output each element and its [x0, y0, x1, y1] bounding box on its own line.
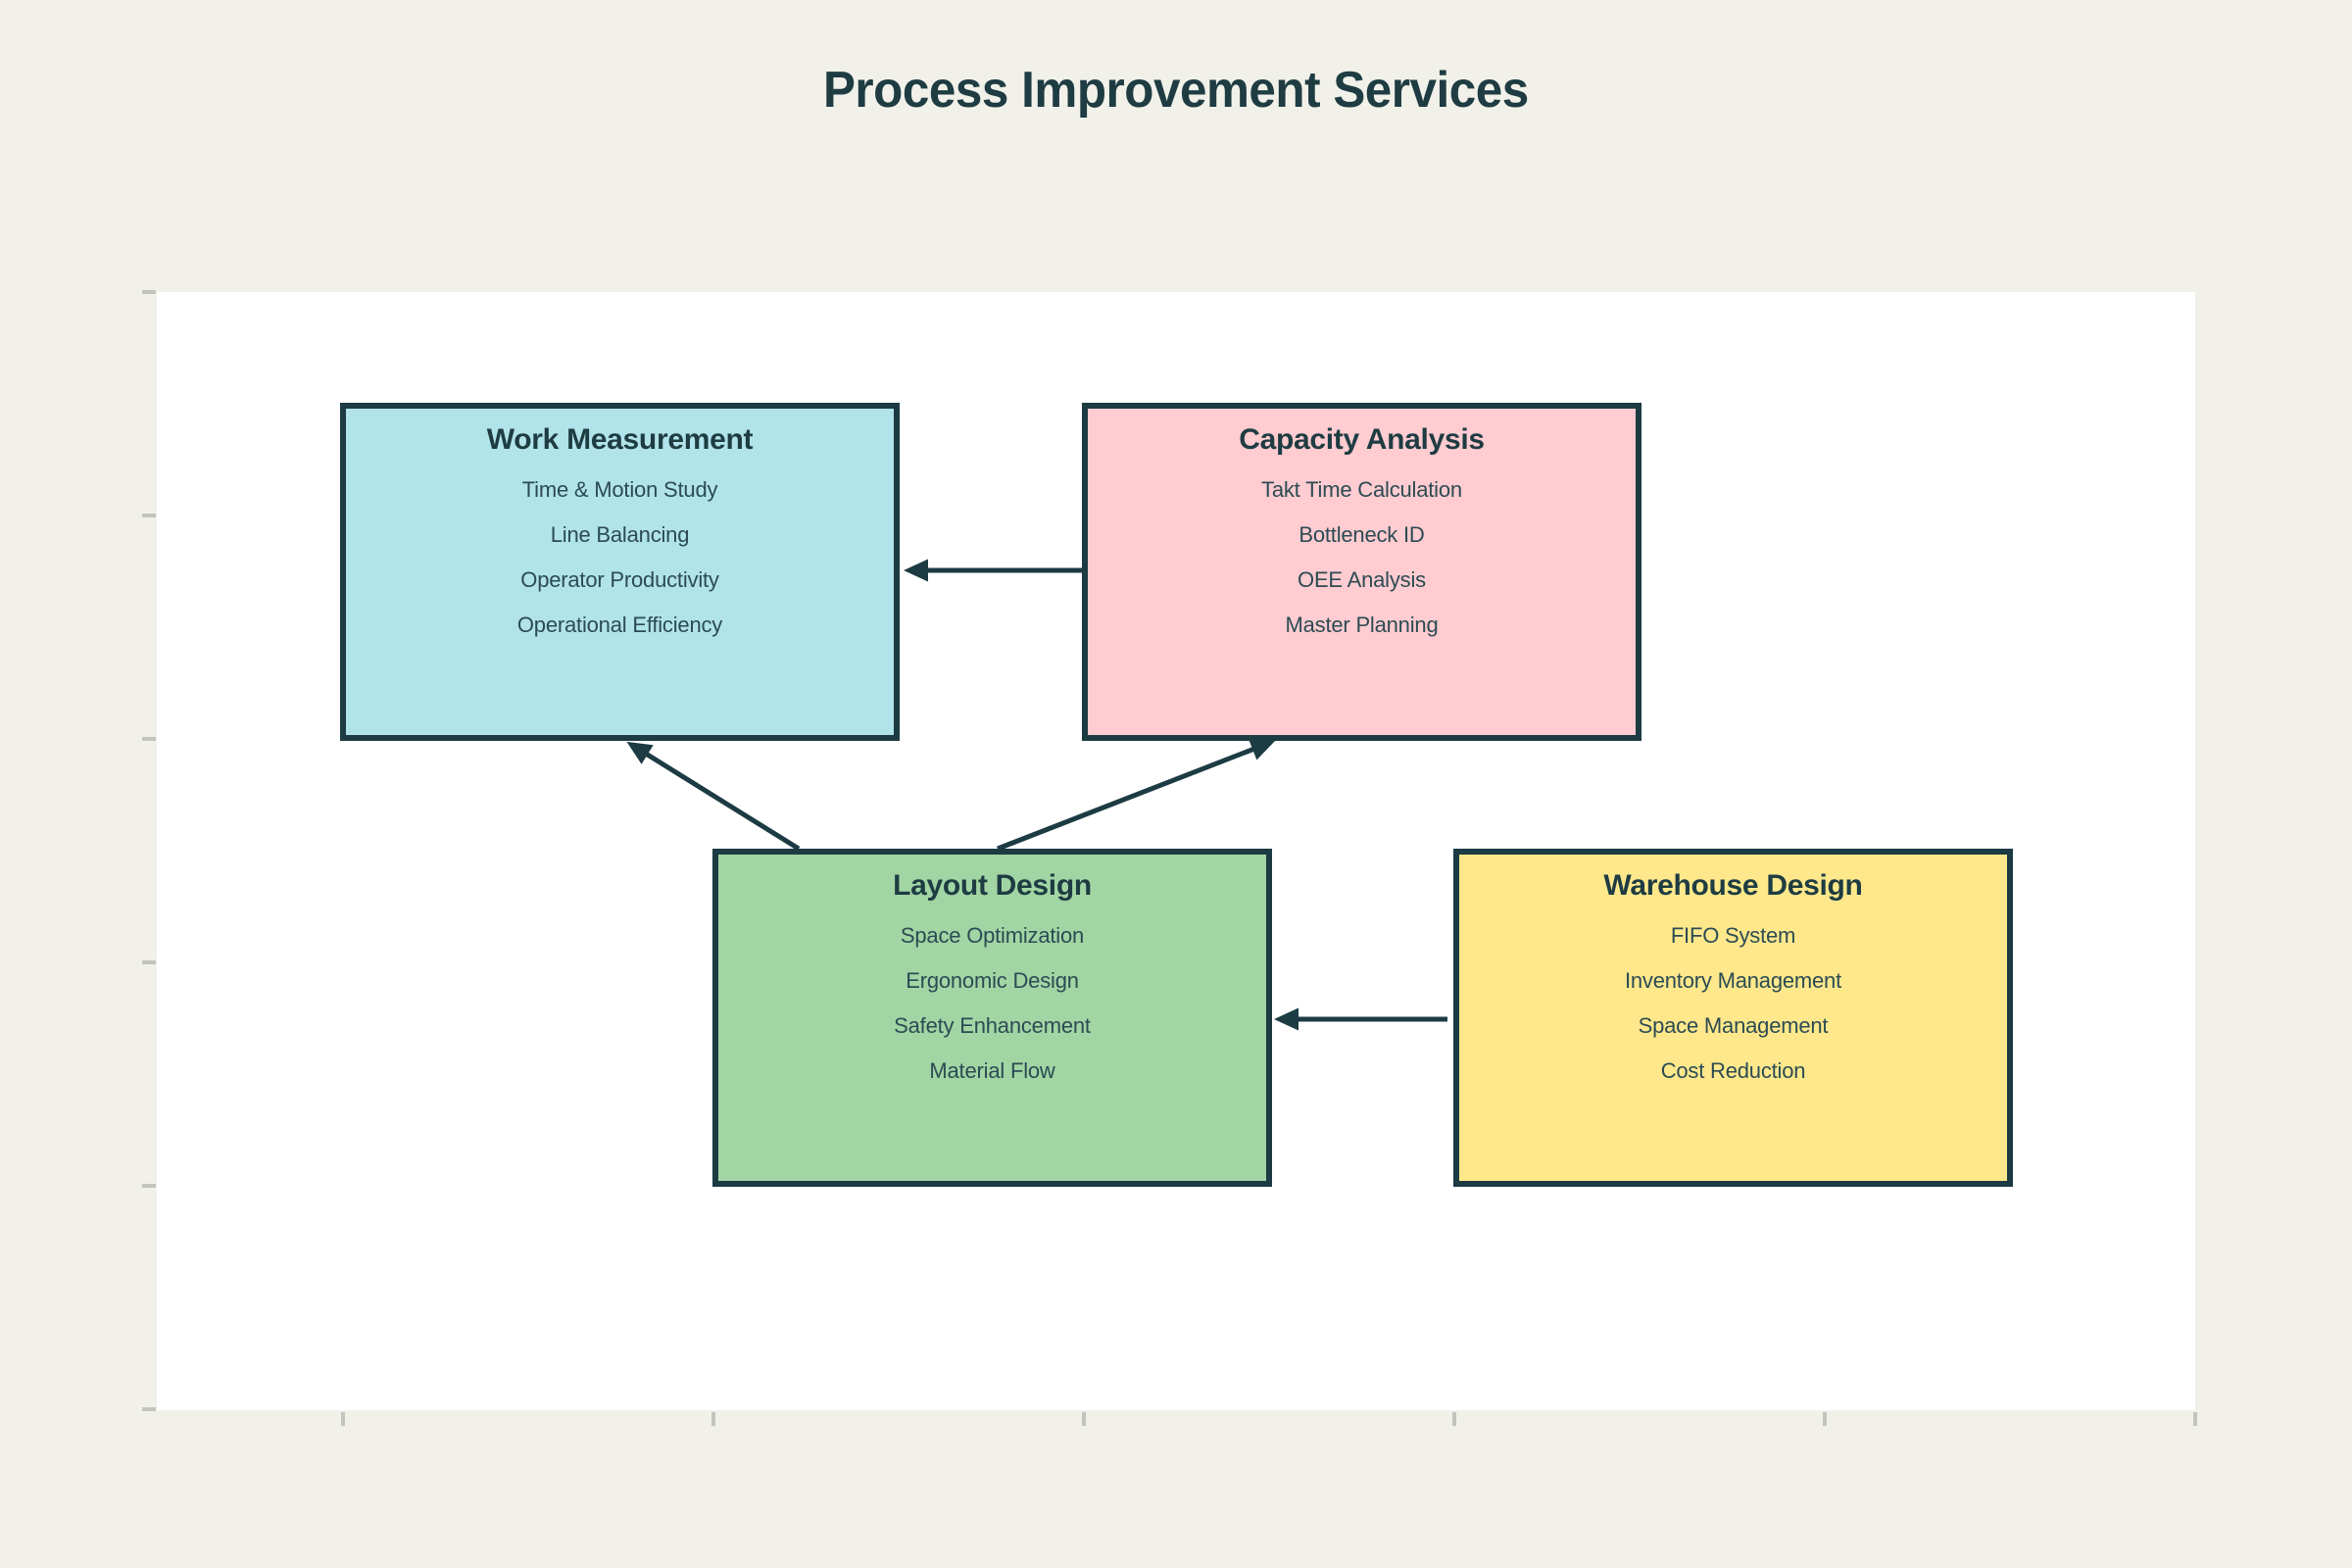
node-item: OEE Analysis — [1298, 567, 1426, 592]
node-layout-design: Layout Design Space Optimization Ergonom… — [712, 849, 1272, 1187]
node-item: Safety Enhancement — [894, 1013, 1091, 1038]
node-capacity-analysis: Capacity Analysis Takt Time Calculation … — [1082, 403, 1642, 741]
y-axis-tick — [142, 1407, 156, 1411]
node-item-list: Takt Time Calculation Bottleneck ID OEE … — [1088, 467, 1636, 648]
page-title: Process Improvement Services — [823, 62, 1529, 119]
node-item: Space Management — [1638, 1013, 1829, 1038]
y-axis-tick — [142, 1184, 156, 1188]
y-axis-tick — [142, 737, 156, 741]
node-item: Space Optimization — [900, 923, 1085, 948]
x-axis-tick — [711, 1412, 715, 1426]
node-title: Capacity Analysis — [1239, 423, 1485, 456]
node-item-list: Space Optimization Ergonomic Design Safe… — [718, 913, 1266, 1094]
node-item: Inventory Management — [1624, 968, 1842, 993]
node-item: Takt Time Calculation — [1261, 477, 1462, 502]
node-title: Layout Design — [893, 869, 1092, 902]
node-item: Bottleneck ID — [1298, 522, 1425, 547]
node-item-list: FIFO System Inventory Management Space M… — [1459, 913, 2007, 1094]
node-warehouse-design: Warehouse Design FIFO System Inventory M… — [1453, 849, 2013, 1187]
x-axis-tick — [2193, 1412, 2197, 1426]
y-axis-tick — [142, 514, 156, 517]
node-item: Master Planning — [1285, 612, 1439, 637]
x-axis-tick — [341, 1412, 345, 1426]
node-item: Time & Motion Study — [521, 477, 718, 502]
node-item: Operator Productivity — [520, 567, 719, 592]
node-work-measurement: Work Measurement Time & Motion Study Lin… — [340, 403, 900, 741]
y-axis-tick — [142, 960, 156, 964]
page-title-container: Process Improvement Services — [0, 61, 2352, 120]
x-axis-tick — [1823, 1412, 1827, 1426]
node-item: Material Flow — [929, 1058, 1055, 1083]
node-item: Ergonomic Design — [906, 968, 1079, 993]
x-axis-tick — [1452, 1412, 1456, 1426]
node-item: FIFO System — [1670, 923, 1796, 948]
node-item: Line Balancing — [550, 522, 690, 547]
node-item: Operational Efficiency — [516, 612, 723, 637]
y-axis-tick — [142, 290, 156, 294]
x-axis-tick — [1082, 1412, 1086, 1426]
node-item: Cost Reduction — [1660, 1058, 1806, 1083]
node-item-list: Time & Motion Study Line Balancing Opera… — [346, 467, 894, 648]
node-title: Warehouse Design — [1603, 869, 1863, 902]
node-title: Work Measurement — [486, 423, 754, 456]
